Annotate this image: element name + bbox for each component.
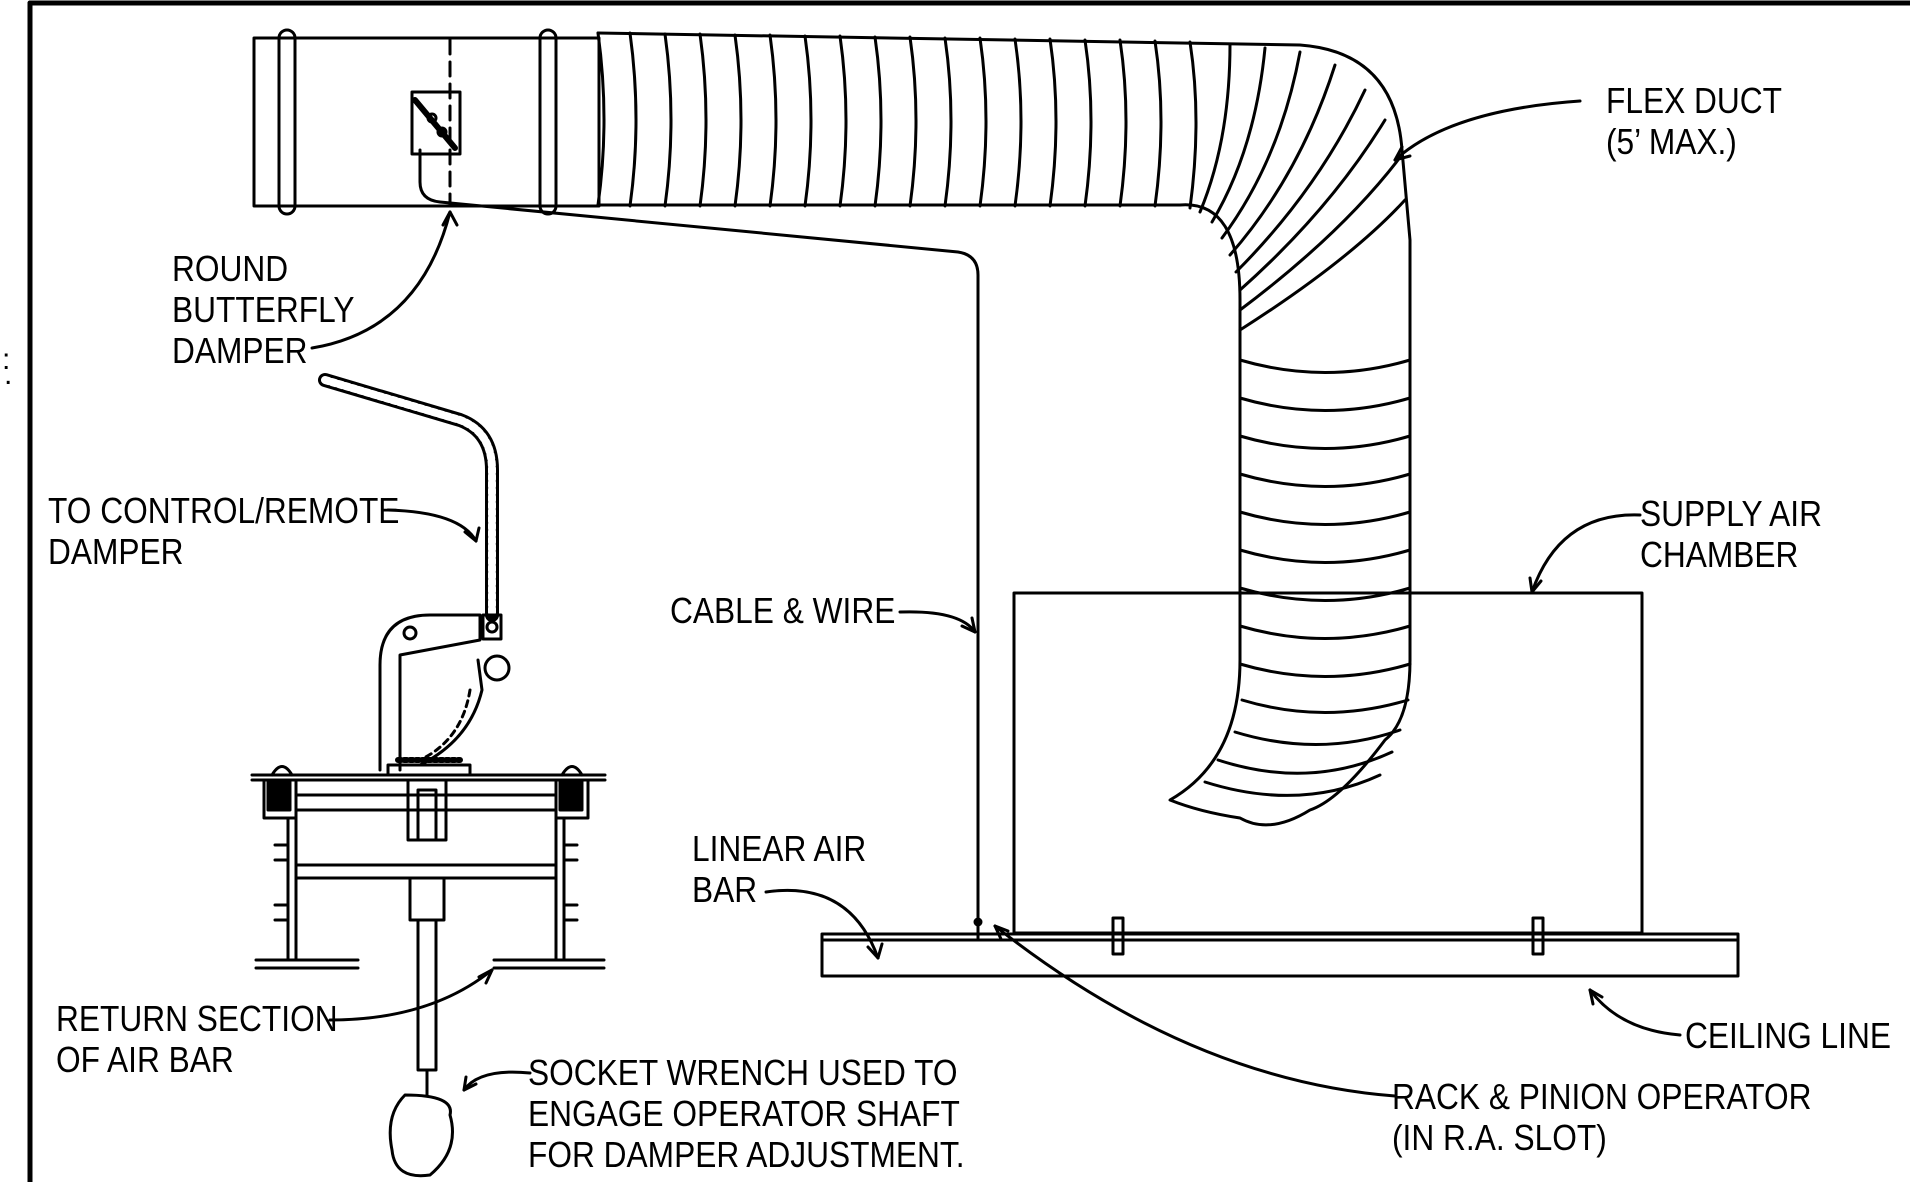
label-line: CHAMBER bbox=[1640, 534, 1799, 575]
label-line: (IN R.A. SLOT) bbox=[1392, 1117, 1607, 1158]
label-line: (5’ MAX.) bbox=[1606, 121, 1737, 162]
control-rod bbox=[318, 373, 499, 622]
label-line: SUPPLY AIR bbox=[1640, 493, 1822, 534]
label-line: SOCKET WRENCH USED TO bbox=[528, 1052, 958, 1093]
label-line: DAMPER bbox=[172, 330, 308, 371]
drawing-frame bbox=[27, 0, 1910, 1185]
leader-lines bbox=[310, 99, 1682, 1098]
socket-wrench bbox=[388, 1068, 454, 1178]
label-socket-wrench: SOCKET WRENCH USED TO ENGAGE OPERATOR SH… bbox=[528, 1052, 965, 1175]
label-return-section: RETURN SECTION OF AIR BAR bbox=[56, 998, 338, 1080]
label-line: DAMPER bbox=[48, 531, 184, 572]
label-line: LINEAR AIR bbox=[692, 828, 867, 869]
label-ceiling-line: CEILING LINE bbox=[1685, 1015, 1891, 1056]
label-line: CABLE & WIRE bbox=[670, 590, 896, 631]
label-line: FOR DAMPER ADJUSTMENT. bbox=[528, 1134, 965, 1175]
label-flex-duct: FLEX DUCT (5’ MAX.) bbox=[1606, 80, 1782, 162]
label-line: FLEX DUCT bbox=[1606, 80, 1783, 121]
label-supply-air-chamber: SUPPLY AIR CHAMBER bbox=[1640, 493, 1822, 575]
label-line: ENGAGE OPERATOR SHAFT bbox=[528, 1093, 960, 1134]
label-linear-air-bar: LINEAR AIR BAR bbox=[692, 828, 866, 910]
label-line: RETURN SECTION bbox=[56, 998, 338, 1039]
label-round-butterfly-damper: ROUND BUTTERFLY DAMPER bbox=[172, 248, 354, 371]
return-section-air-bar bbox=[250, 765, 607, 1072]
supply-air-chamber bbox=[1012, 591, 1644, 935]
label-to-control-remote-damper: TO CONTROL/REMOTE DAMPER bbox=[48, 490, 399, 572]
damper-operator bbox=[378, 613, 511, 777]
round-duct-collar bbox=[252, 28, 601, 216]
linear-air-bar bbox=[820, 916, 1740, 978]
label-line: BUTTERFLY bbox=[172, 289, 355, 330]
label-line: CEILING LINE bbox=[1685, 1015, 1891, 1056]
label-cable-wire: CABLE & WIRE bbox=[670, 590, 895, 631]
label-line: OF AIR BAR bbox=[56, 1039, 234, 1080]
flex-duct bbox=[596, 31, 1412, 827]
label-line: ROUND bbox=[172, 248, 289, 289]
label-line: TO CONTROL/REMOTE bbox=[48, 490, 400, 531]
label-rack-pinion-operator: RACK & PINION OPERATOR (IN R.A. SLOT) bbox=[1392, 1076, 1812, 1158]
edge-mark-period: . bbox=[4, 358, 13, 391]
label-line: RACK & PINION OPERATOR bbox=[1392, 1076, 1812, 1117]
label-line: BAR bbox=[692, 869, 758, 910]
edge-mark-colon: : bbox=[2, 343, 11, 376]
